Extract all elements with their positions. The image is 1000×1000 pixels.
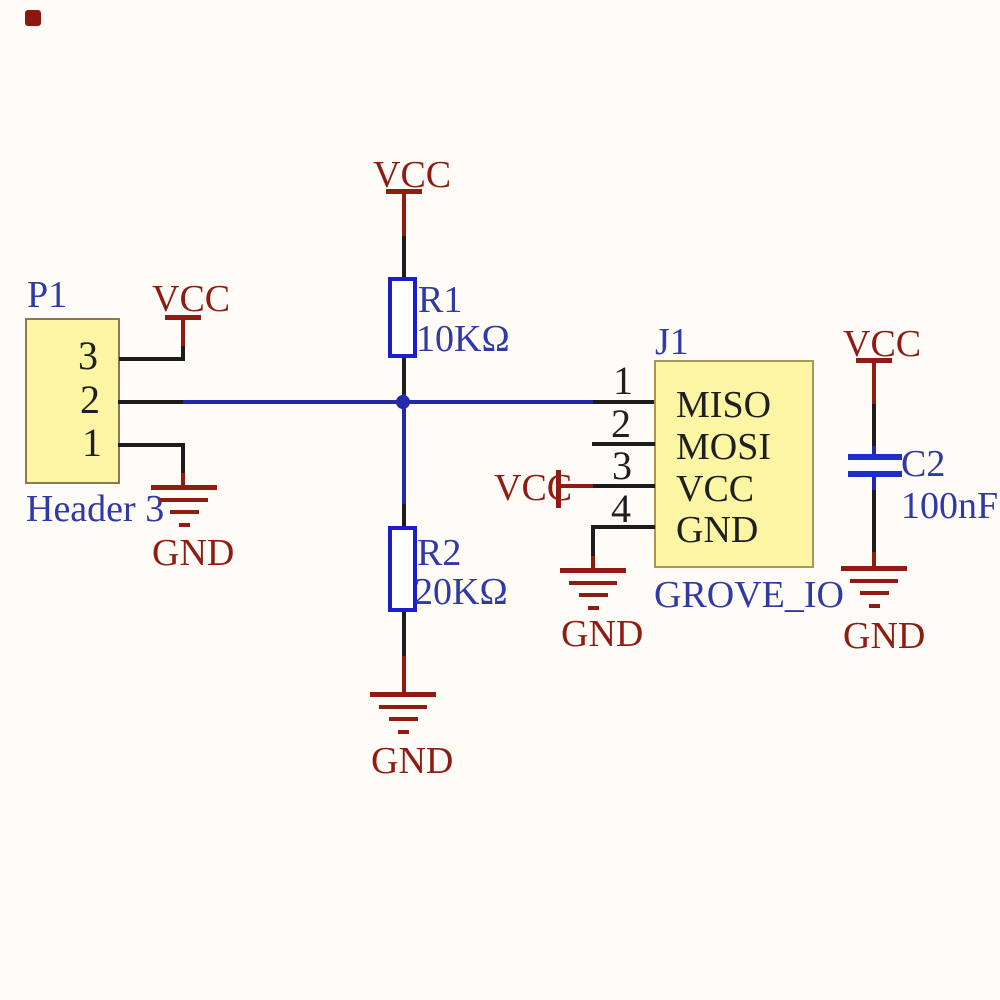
p1-designator: P1: [27, 274, 68, 316]
wire-j1-pin4-vertical: [591, 525, 595, 558]
wire-p1-pin2: [118, 400, 183, 404]
j1-pin-4-number: 4: [611, 486, 631, 531]
j1-pin-name-gnd: GND: [676, 509, 759, 551]
p1-pin-2-number: 2: [80, 377, 100, 422]
wire-net-divider: [183, 400, 593, 404]
wire-c2-vcc-stem: [872, 363, 876, 404]
c2-capacitor-plate-bottom: [848, 471, 902, 477]
wire-p1-pin1-vertical: [181, 443, 185, 475]
j1-pin-name-vcc: VCC: [676, 468, 755, 510]
j1-pin-name-miso: MISO: [676, 384, 772, 426]
wire-p1-pin3-vertical: [181, 346, 185, 361]
wire-p1-pin1: [118, 443, 183, 447]
r2-gnd-label: GND: [371, 740, 454, 782]
r2-gnd-symbol: [370, 692, 436, 734]
wire-c2-top-lead: [872, 446, 876, 456]
p1-gnd-label: GND: [152, 532, 235, 574]
j1-designator: J1: [655, 321, 689, 363]
j1-gnd-label: GND: [561, 613, 644, 655]
wire-j1-pin3: [593, 484, 655, 488]
p1-value-label: Header 3: [26, 488, 165, 530]
wire-vcc-to-c2: [872, 404, 876, 446]
wire-p1-gnd-stem: [181, 473, 185, 487]
wire-j1-pin4: [591, 525, 655, 529]
r2-resistor-body: [388, 526, 417, 612]
p1-pin-3-number: 3: [78, 333, 98, 378]
wire-p1-pin3: [119, 357, 183, 361]
wire-c2-bottom-lead: [872, 477, 876, 490]
p1-pin-1-number: 1: [82, 420, 102, 465]
j1-pin-name-mosi: MOSI: [676, 426, 772, 468]
wire-p1-vcc-stem: [181, 320, 185, 346]
wire-r2-down: [402, 612, 406, 656]
j1-value-label: GROVE_IO: [654, 574, 844, 616]
p1-gnd-symbol: [151, 485, 217, 527]
wire-junction-down-blue: [402, 402, 406, 504]
c2-vcc-label: VCC: [843, 323, 922, 365]
c2-vcc-symbol: [856, 358, 892, 363]
j1-pin-2-number: 2: [611, 401, 631, 446]
wire-c2-down: [872, 490, 876, 552]
wire-r2-gnd-stem: [402, 656, 406, 694]
wire-j1-gnd-stem: [591, 556, 595, 568]
wire-c2-gnd-stem: [872, 552, 876, 566]
r1-designator: R1: [418, 279, 463, 321]
r1-value-label: 10KΩ: [416, 318, 510, 360]
p1-vcc-symbol: [165, 315, 201, 320]
corner-marker: [25, 10, 41, 26]
r1-vcc-symbol: [386, 189, 422, 194]
c2-capacitor-plate-top: [848, 454, 902, 460]
j1-gnd-symbol: [560, 568, 626, 610]
p1-component-body: [25, 318, 120, 484]
j1-component-body: [654, 360, 814, 568]
c2-value-label: 100nF: [901, 485, 999, 527]
wire-r1-vcc-stem: [402, 194, 406, 236]
wire-r1-to-junction: [402, 358, 406, 394]
c2-gnd-symbol: [841, 566, 907, 608]
r1-vcc-label: VCC: [373, 154, 452, 196]
r2-value-label: 20KΩ: [414, 571, 508, 613]
wire-to-r2: [402, 504, 406, 527]
j1-pin-3-number: 3: [612, 443, 632, 488]
r1-resistor-body: [388, 277, 417, 358]
wire-j1-pin1: [593, 400, 655, 404]
r2-designator: R2: [417, 532, 462, 574]
wire-j1-pin2: [592, 442, 655, 446]
wire-vcc-to-r1: [402, 236, 406, 278]
j1-vcc-symbol: [556, 470, 561, 508]
j1-pin-1-number: 1: [613, 358, 633, 403]
p1-vcc-label: VCC: [152, 278, 231, 320]
c2-designator: C2: [901, 443, 946, 485]
c2-gnd-label: GND: [843, 615, 926, 657]
wire-j1-vcc-stem: [561, 484, 593, 488]
